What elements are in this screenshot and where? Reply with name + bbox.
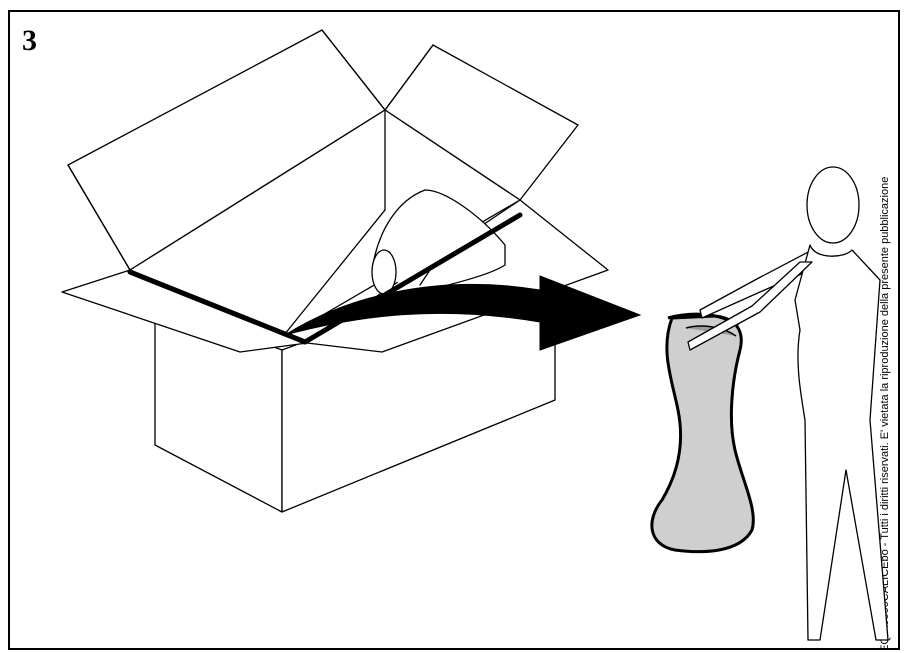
person-figure [687, 166, 889, 641]
removal-arrow [284, 275, 642, 351]
step-number: 3 [22, 24, 37, 57]
person-head [806, 166, 860, 244]
person-body [794, 244, 889, 641]
cardboard-box [61, 29, 609, 513]
wrapped-vase [650, 312, 755, 554]
lampshade-in-box [371, 189, 506, 295]
person-front-arm [687, 261, 813, 351]
